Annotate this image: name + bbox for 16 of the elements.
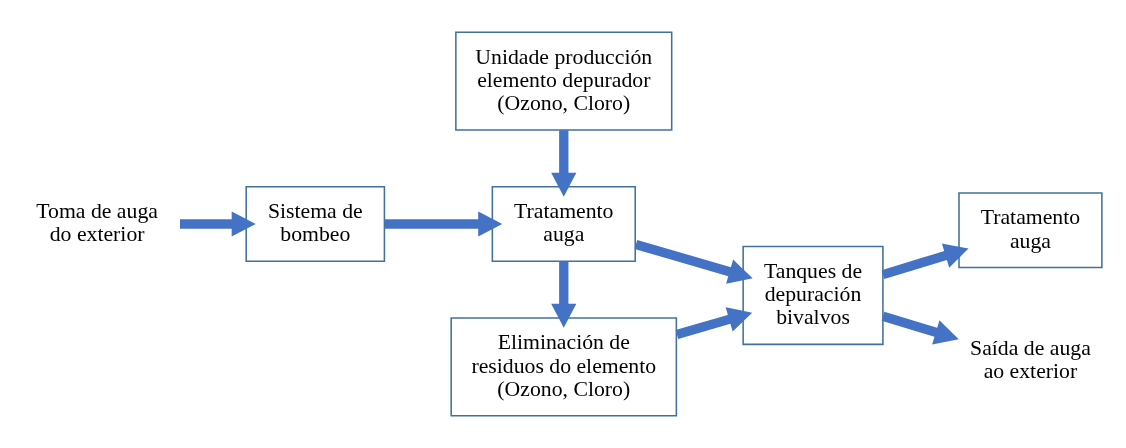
arrow xyxy=(881,243,969,280)
node-box: Tanques de depuración bivalvos xyxy=(742,245,884,346)
node-box: Eliminación de residuos do elemento (Ozono, Cloro) xyxy=(450,317,678,417)
arrow xyxy=(675,307,753,339)
arrow xyxy=(551,261,577,328)
arrow xyxy=(634,240,753,284)
node-box: Unidade producción elemento depurador (Ozono, Cloro) xyxy=(455,31,673,131)
node-text: Toma de auga do exterior xyxy=(36,199,158,247)
node-text: Saída de auga ao exterior xyxy=(970,335,1091,384)
node-box: Sistema de bombeo xyxy=(245,185,386,263)
arrow xyxy=(180,211,256,237)
arrow xyxy=(551,130,577,197)
arrow xyxy=(384,211,503,237)
node-box: Tratamento auga xyxy=(958,192,1103,269)
arrow xyxy=(881,311,959,345)
node-box: Tratamento auga xyxy=(491,185,636,263)
